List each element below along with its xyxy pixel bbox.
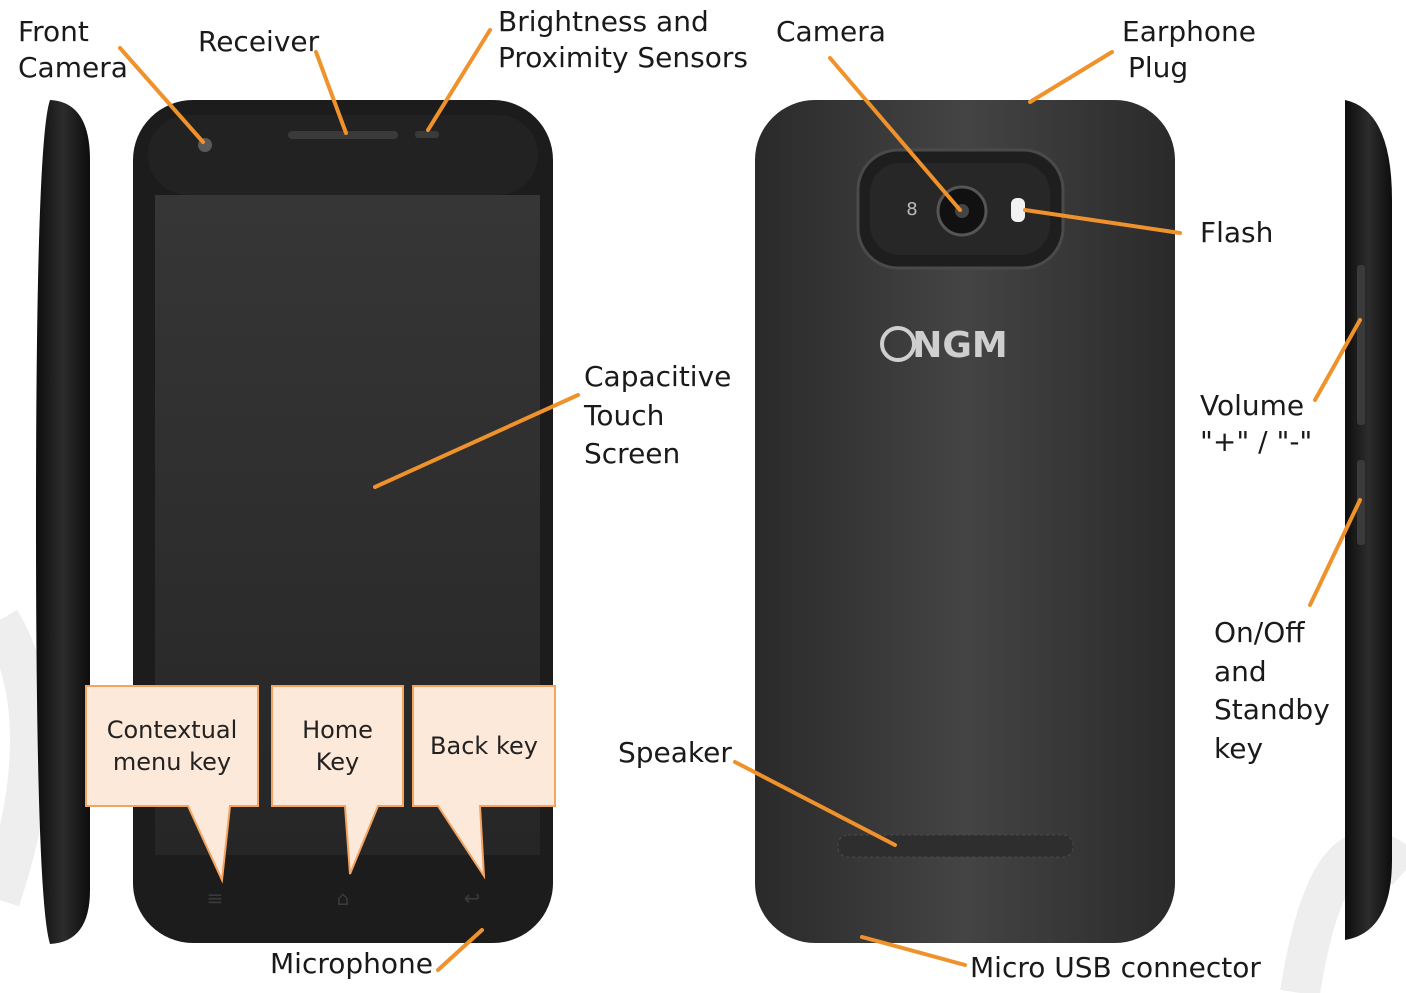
label-camera: Camera xyxy=(776,15,886,48)
leader-flash xyxy=(1023,208,1182,235)
home-key-icon: ⌂ xyxy=(337,886,350,910)
leader-volume xyxy=(1313,318,1362,402)
leader-usb xyxy=(860,935,967,967)
callout-back xyxy=(412,685,556,880)
phone-front-bezel-top xyxy=(148,115,538,195)
leader-earphone xyxy=(1028,50,1114,104)
label-receiver: Receiver xyxy=(198,25,320,58)
label-earphone: Earphone Plug xyxy=(1122,15,1256,85)
label-usb: Micro USB connector xyxy=(970,951,1261,984)
label-back-key: Back key xyxy=(430,731,538,760)
leader-receiver xyxy=(314,50,348,135)
label-touch-screen: Capacitive Touch Screen xyxy=(584,360,732,471)
brand-logo: NGM xyxy=(912,325,1008,366)
leader-camera xyxy=(828,56,962,212)
flash-led xyxy=(1011,198,1025,222)
leader-front-camera xyxy=(118,46,205,144)
label-contextual-key: Contextual menu key xyxy=(106,715,238,776)
brand-logo-mark xyxy=(880,326,916,362)
sensor-window xyxy=(415,131,439,138)
receiver-grille xyxy=(288,131,398,139)
label-power: On/Off and Standby key xyxy=(1214,616,1330,765)
leader-power xyxy=(1308,498,1362,607)
label-microphone: Microphone xyxy=(270,947,433,980)
camera-module-mark: 8 xyxy=(906,199,917,220)
phone-back-body xyxy=(755,100,1175,943)
phone-side-right xyxy=(1345,100,1392,940)
label-front-camera: Front Camera xyxy=(18,15,128,85)
leader-lines xyxy=(118,28,1362,972)
contextual-key-icon: ≡ xyxy=(207,886,224,910)
back-key-icon: ↩ xyxy=(464,886,481,910)
callout-contextual xyxy=(85,685,259,884)
leader-speaker xyxy=(733,760,897,847)
label-flash: Flash xyxy=(1200,216,1274,249)
label-speaker: Speaker xyxy=(618,736,732,769)
leader-sensors xyxy=(426,28,492,132)
volume-rocker xyxy=(1357,265,1365,425)
label-volume: Volume "+" / "-" xyxy=(1200,389,1313,459)
callout-home xyxy=(271,685,404,875)
phone-side-left xyxy=(36,100,90,944)
leader-microphone xyxy=(436,928,484,972)
leader-touch-screen xyxy=(373,393,580,489)
speaker-grille xyxy=(837,834,1074,858)
label-home-key: Home Key xyxy=(302,715,373,776)
label-sensors: Brightness and Proximity Sensors xyxy=(498,5,748,75)
watermark-arc-left xyxy=(0,609,50,907)
